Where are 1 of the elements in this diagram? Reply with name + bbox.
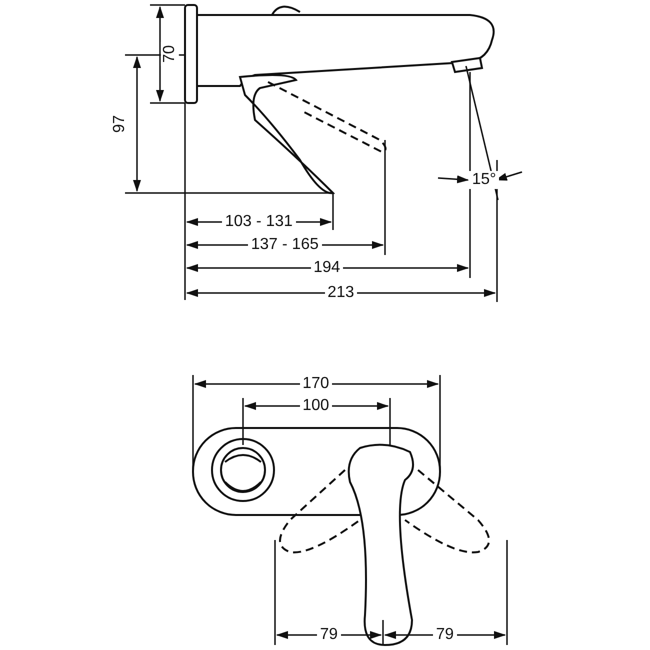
angle-label: 15° xyxy=(469,171,500,189)
